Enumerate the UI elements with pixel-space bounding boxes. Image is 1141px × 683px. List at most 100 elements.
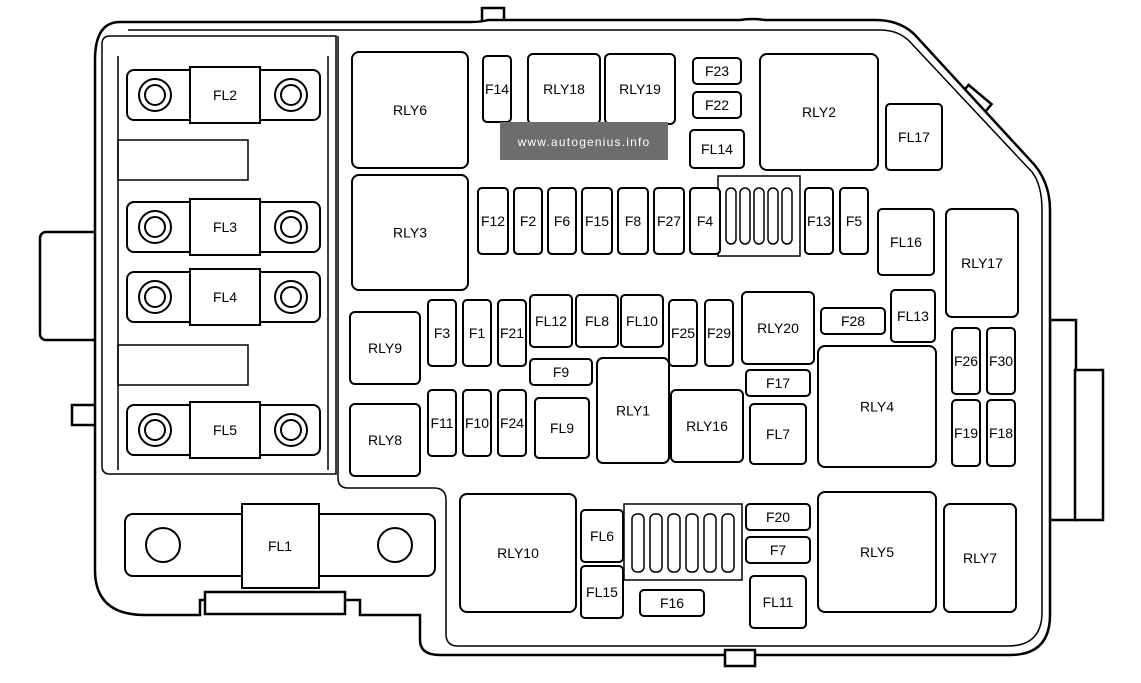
rly2-component[interactable]: RLY2 xyxy=(759,53,879,171)
f27-body xyxy=(653,187,685,255)
f1-component[interactable]: F1 xyxy=(462,299,492,367)
grille-upper-slot xyxy=(725,187,737,245)
fl4-assembly[interactable]: FL4 xyxy=(126,268,321,326)
f12-label: F12 xyxy=(481,213,505,229)
rly9-component[interactable]: RLY9 xyxy=(349,311,421,385)
f27-component[interactable]: F27 xyxy=(653,187,685,255)
fl1-label: FL1 xyxy=(268,538,292,554)
fl3-assembly[interactable]: FL3 xyxy=(126,198,321,256)
rly20-body xyxy=(741,291,815,365)
f13-component[interactable]: F13 xyxy=(804,187,834,255)
rly8-component[interactable]: RLY8 xyxy=(349,403,421,477)
fl5-assembly[interactable]: FL5 xyxy=(126,401,321,459)
fl2-left-stud-icon xyxy=(144,84,166,106)
f5-component[interactable]: F5 xyxy=(839,187,869,255)
rly17-label: RLY17 xyxy=(961,255,1003,271)
f22-body xyxy=(692,91,742,119)
f7-component[interactable]: F7 xyxy=(745,536,811,564)
fl13-component[interactable]: FL13 xyxy=(890,289,936,343)
f4-component[interactable]: F4 xyxy=(689,187,721,255)
rly6-component[interactable]: RLY6 xyxy=(351,51,469,169)
rly4-component[interactable]: RLY4 xyxy=(817,345,937,468)
f12-component[interactable]: F12 xyxy=(477,187,509,255)
f10-component[interactable]: F10 xyxy=(462,389,492,457)
watermark-text: www.autogenius.info xyxy=(517,135,651,149)
fl16-body xyxy=(877,208,935,276)
rly3-component[interactable]: RLY3 xyxy=(351,174,469,291)
f21-body xyxy=(497,299,527,367)
fl7-component[interactable]: FL7 xyxy=(749,403,807,465)
f26-component[interactable]: F26 xyxy=(951,327,981,395)
fl17-component[interactable]: FL17 xyxy=(885,103,943,171)
fl10-component[interactable]: FL10 xyxy=(620,294,664,348)
f29-component[interactable]: F29 xyxy=(704,299,734,367)
f14-top-component[interactable]: F14 xyxy=(482,55,512,123)
fl1-left-bolt-icon xyxy=(145,527,181,563)
grille-lower-slot xyxy=(721,513,735,573)
fl4-label: FL4 xyxy=(213,289,237,305)
fl1-right-bolt-icon xyxy=(377,527,413,563)
f19-component[interactable]: F19 xyxy=(951,399,981,467)
fl9-component[interactable]: FL9 xyxy=(534,397,590,459)
f11-component[interactable]: F11 xyxy=(427,389,457,457)
rly5-component[interactable]: RLY5 xyxy=(817,491,937,613)
fl5-body xyxy=(189,401,261,459)
fl2-assembly[interactable]: FL2 xyxy=(126,66,321,124)
fl1-assembly[interactable]: FL1 xyxy=(124,503,436,589)
busbar-rails xyxy=(117,56,329,470)
f2-component[interactable]: F2 xyxy=(513,187,543,255)
f9-body xyxy=(529,358,593,386)
rly17-component[interactable]: RLY17 xyxy=(945,208,1019,318)
f25-component[interactable]: F25 xyxy=(668,299,698,367)
f28-component[interactable]: F28 xyxy=(820,307,886,335)
f23-component[interactable]: F23 xyxy=(692,57,742,85)
fl15-component[interactable]: FL15 xyxy=(580,565,624,619)
f8-component[interactable]: F8 xyxy=(617,187,649,255)
fl12-component[interactable]: FL12 xyxy=(529,294,573,348)
fl11-body xyxy=(749,575,807,629)
f1-body xyxy=(462,299,492,367)
fl1-body[interactable] xyxy=(241,503,320,589)
rly17-body xyxy=(945,208,1019,318)
f6-body xyxy=(547,187,577,255)
fl8-component[interactable]: FL8 xyxy=(575,294,619,348)
f16-component[interactable]: F16 xyxy=(639,589,705,617)
grille-upper-slot xyxy=(781,187,793,245)
rly18-component[interactable]: RLY18 xyxy=(527,53,601,125)
rly10-component[interactable]: RLY10 xyxy=(459,493,577,613)
rly20-component[interactable]: RLY20 xyxy=(741,291,815,365)
f22-label: F22 xyxy=(705,97,729,113)
f9-component[interactable]: F9 xyxy=(529,358,593,386)
fl6-component[interactable]: FL6 xyxy=(580,509,624,563)
f15-component[interactable]: F15 xyxy=(581,187,613,255)
f22-component[interactable]: F22 xyxy=(692,91,742,119)
fl2-right-stud-icon xyxy=(280,84,302,106)
f20-component[interactable]: F20 xyxy=(745,503,811,531)
f19-label: F19 xyxy=(954,425,978,441)
f6-label: F6 xyxy=(554,213,571,229)
f18-component[interactable]: F18 xyxy=(986,399,1016,467)
f3-component[interactable]: F3 xyxy=(427,299,457,367)
f21-component[interactable]: F21 xyxy=(497,299,527,367)
f17-component[interactable]: F17 xyxy=(745,369,811,397)
f3-label: F3 xyxy=(434,325,451,341)
rly7-body xyxy=(943,503,1017,613)
rly7-label: RLY7 xyxy=(963,550,997,566)
rly19-component[interactable]: RLY19 xyxy=(604,53,676,125)
fl12-label: FL12 xyxy=(535,313,567,329)
rly7-component[interactable]: RLY7 xyxy=(943,503,1017,613)
f26-label: F26 xyxy=(954,353,978,369)
f24-component[interactable]: F24 xyxy=(497,389,527,457)
f25-label: F25 xyxy=(671,325,695,341)
fl11-component[interactable]: FL11 xyxy=(749,575,807,629)
rly1-body xyxy=(596,357,670,464)
fl14-lower-component[interactable]: FL14 xyxy=(689,129,745,169)
f30-component[interactable]: F30 xyxy=(986,327,1016,395)
f7-body xyxy=(745,536,811,564)
rly16-component[interactable]: RLY16 xyxy=(670,389,744,463)
f6-component[interactable]: F6 xyxy=(547,187,577,255)
rly1-component[interactable]: RLY1 xyxy=(596,357,670,464)
housing-bottom-lug xyxy=(203,590,347,616)
fl16-component[interactable]: FL16 xyxy=(877,208,935,276)
